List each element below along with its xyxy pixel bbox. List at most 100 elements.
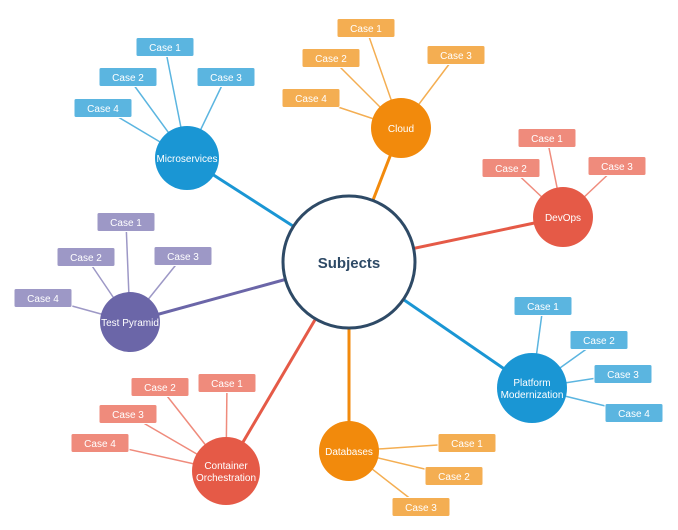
cloud-case-1[interactable]: Case 1 — [336, 18, 396, 38]
case-box — [587, 156, 647, 176]
topic-label: Cloud — [388, 124, 414, 135]
topic-label: Container — [204, 461, 248, 472]
topic-label: Modernization — [501, 390, 564, 401]
case-label: Case 4 — [618, 409, 650, 420]
root-label: Subjects — [318, 255, 381, 272]
topic-label: Test Pyramid — [101, 318, 159, 329]
case-box — [437, 433, 497, 453]
topic-circle — [533, 187, 593, 247]
case-box — [56, 247, 116, 267]
topic-cloud[interactable]: Cloud — [371, 98, 431, 158]
topic-circle — [319, 421, 379, 481]
case-label: Case 4 — [87, 104, 119, 115]
topic-label: Orchestration — [196, 473, 256, 484]
case-label: Case 1 — [110, 218, 142, 229]
topic-circle — [497, 353, 567, 423]
case-box — [153, 246, 213, 266]
case-box — [70, 433, 130, 453]
case-box — [98, 67, 158, 87]
case-box — [517, 128, 577, 148]
databases-case-3[interactable]: Case 3 — [391, 497, 451, 517]
platform-modernization-case-1[interactable]: Case 1 — [513, 296, 573, 316]
case-box — [391, 497, 451, 517]
topic-label: Platform — [513, 378, 550, 389]
container-orchestration-case-1[interactable]: Case 1 — [197, 373, 257, 393]
case-label: Case 2 — [70, 253, 102, 264]
case-box — [98, 404, 158, 424]
container-orchestration-case-2[interactable]: Case 2 — [130, 377, 190, 397]
topic-devops[interactable]: DevOps — [533, 187, 593, 247]
case-label: Case 3 — [601, 162, 633, 173]
case-box — [336, 18, 396, 38]
devops-case-2[interactable]: Case 2 — [481, 158, 541, 178]
case-box — [604, 403, 664, 423]
case-label: Case 2 — [438, 472, 470, 483]
case-label: Case 2 — [315, 54, 347, 65]
databases-case-1[interactable]: Case 1 — [437, 433, 497, 453]
test-pyramid-case-4[interactable]: Case 4 — [13, 288, 73, 308]
case-box — [424, 466, 484, 486]
case-box — [197, 373, 257, 393]
microservices-case-2[interactable]: Case 2 — [98, 67, 158, 87]
cloud-case-2[interactable]: Case 2 — [301, 48, 361, 68]
container-orchestration-case-4[interactable]: Case 4 — [70, 433, 130, 453]
leaves-layer: Case 1 Case 2 Case 3 Case 4 Case 1 Case 2 Case… — [13, 18, 664, 517]
case-label: Case 1 — [350, 24, 382, 35]
case-label: Case 1 — [149, 43, 181, 54]
devops-case-1[interactable]: Case 1 — [517, 128, 577, 148]
case-label: Case 3 — [405, 503, 437, 514]
case-box — [281, 88, 341, 108]
topic-microservices[interactable]: Microservices — [155, 126, 219, 190]
case-box — [96, 212, 156, 232]
case-label: Case 1 — [531, 134, 563, 145]
case-label: Case 3 — [112, 410, 144, 421]
test-pyramid-case-1[interactable]: Case 1 — [96, 212, 156, 232]
case-label: Case 3 — [167, 252, 199, 263]
case-box — [481, 158, 541, 178]
case-label: Case 1 — [211, 379, 243, 390]
test-pyramid-case-3[interactable]: Case 3 — [153, 246, 213, 266]
root-node[interactable] — [281, 194, 417, 330]
platform-modernization-case-3[interactable]: Case 3 — [593, 364, 653, 384]
case-box — [196, 67, 256, 87]
topic-label: Microservices — [156, 154, 217, 165]
topic-circle — [192, 437, 260, 505]
platform-modernization-case-4[interactable]: Case 4 — [604, 403, 664, 423]
topic-circle — [371, 98, 431, 158]
case-label: Case 2 — [144, 383, 176, 394]
case-box — [513, 296, 573, 316]
case-box — [569, 330, 629, 350]
case-label: Case 2 — [112, 73, 144, 84]
test-pyramid-case-2[interactable]: Case 2 — [56, 247, 116, 267]
topic-circle — [155, 126, 219, 190]
case-box — [13, 288, 73, 308]
case-label: Case 4 — [27, 294, 59, 305]
topic-label: Databases — [325, 447, 373, 458]
microservices-case-4[interactable]: Case 4 — [73, 98, 133, 118]
case-label: Case 4 — [84, 439, 116, 450]
case-label: Case 1 — [527, 302, 559, 313]
case-box — [73, 98, 133, 118]
container-orchestration-case-3[interactable]: Case 3 — [98, 404, 158, 424]
case-label: Case 2 — [495, 164, 527, 175]
topic-label: DevOps — [545, 213, 581, 224]
cloud-case-4[interactable]: Case 4 — [281, 88, 341, 108]
microservices-case-3[interactable]: Case 3 — [196, 67, 256, 87]
databases-case-2[interactable]: Case 2 — [424, 466, 484, 486]
cloud-case-3[interactable]: Case 3 — [426, 45, 486, 65]
root-layer: Subjects — [281, 194, 417, 330]
case-box — [426, 45, 486, 65]
platform-modernization-case-2[interactable]: Case 2 — [569, 330, 629, 350]
case-label: Case 3 — [607, 370, 639, 381]
topic-test-pyramid[interactable]: Test Pyramid — [100, 292, 160, 352]
topic-databases[interactable]: Databases — [319, 421, 379, 481]
devops-case-3[interactable]: Case 3 — [587, 156, 647, 176]
microservices-case-1[interactable]: Case 1 — [135, 37, 195, 57]
case-label: Case 3 — [440, 51, 472, 62]
case-box — [301, 48, 361, 68]
case-label: Case 1 — [451, 439, 483, 450]
